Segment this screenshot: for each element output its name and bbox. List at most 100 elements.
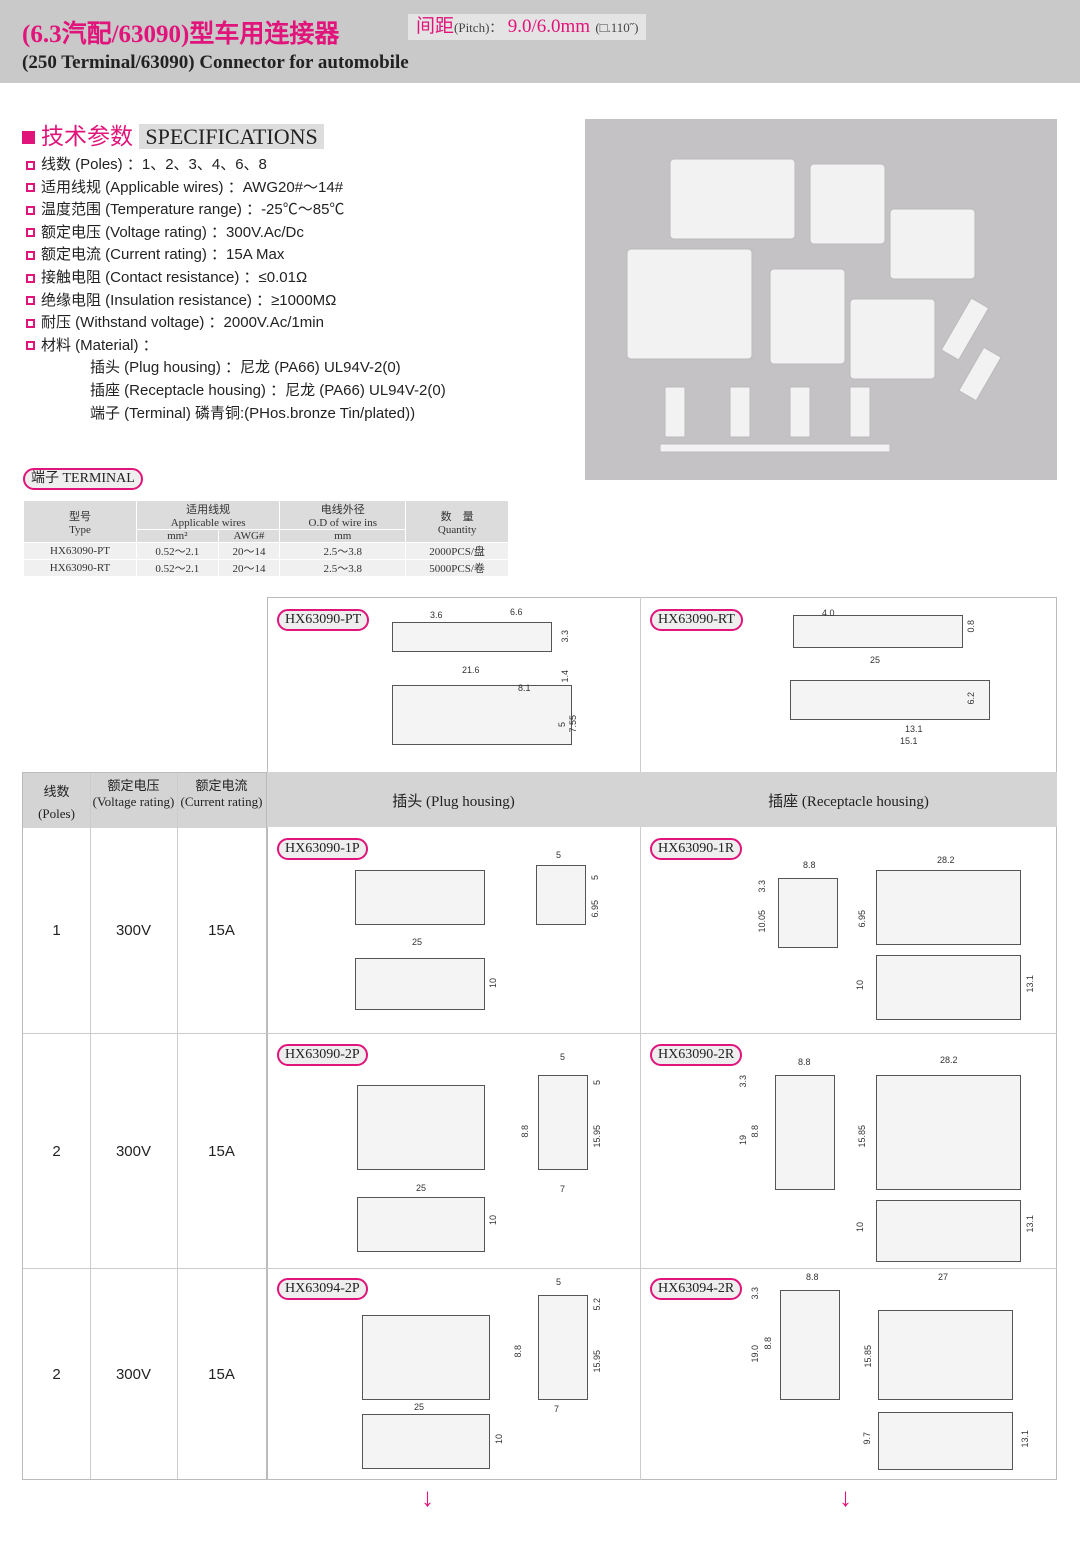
poles-cell: 15A: [208, 1366, 235, 1383]
dimension-label: 10: [488, 978, 498, 989]
cell: 5000PCS/卷: [405, 559, 509, 577]
dimension-label: 25: [416, 1183, 427, 1193]
cell: 20～14: [217, 542, 281, 560]
part-outline: [355, 958, 485, 1010]
poles-cell: 2: [52, 1366, 61, 1383]
th-od-cn: 电线外径: [320, 504, 365, 516]
spec-item: 额定电压 (Voltage rating) ：300V.Ac/Dc: [26, 221, 304, 242]
drawings-frame: [267, 597, 1057, 1480]
dimension-label: 15.95: [592, 1350, 602, 1373]
part-outline: [538, 1295, 588, 1400]
dimension-label: 13.1: [1020, 1430, 1030, 1448]
spec-text: 材料 (Material) ：: [41, 336, 158, 354]
th-type-en: Type: [69, 523, 91, 536]
bullet-icon: [26, 296, 35, 306]
part-label-rt: HX63090-RT: [650, 609, 743, 631]
pitch-label: 间距: [416, 16, 455, 37]
poles-table: 线数(Poles) 额定电压(Voltage rating) 额定电流(Curr…: [22, 772, 267, 1480]
poles-cell: 15A: [208, 922, 235, 939]
dimension-label: 6.2: [966, 692, 976, 705]
spec-item: 材料 (Material) ：: [26, 334, 158, 355]
part-label-p1: HX63090-1P: [277, 838, 368, 860]
plug-header: 插头 (Plug housing): [392, 794, 515, 810]
dimension-label: 10: [855, 1222, 865, 1233]
part-outline: [362, 1315, 490, 1400]
bullet-icon: [26, 228, 35, 238]
part-outline: [790, 680, 990, 720]
th-qty-en: Quantity: [437, 523, 477, 536]
dimension-label: 5: [560, 1052, 566, 1062]
th-curr-cn: 额定电流: [195, 778, 248, 793]
dimension-label: 5: [556, 850, 562, 860]
pitch-en: (Pitch)：: [454, 20, 503, 35]
dimension-label: 7: [560, 1184, 566, 1194]
dimension-label: 8.8: [520, 1125, 530, 1138]
dimension-label: 15.1: [900, 736, 918, 746]
spec-item: 接触电阻 (Contact resistance) ：≤0.01Ω: [26, 266, 307, 287]
part-outline: [876, 1200, 1021, 1262]
part-label-r1: HX63090-1R: [650, 838, 743, 860]
dimension-label: 3.6: [430, 610, 443, 620]
specs-title-cn: 技术参数: [41, 123, 133, 149]
poles-cell: 2: [52, 1142, 61, 1160]
spec-text: 接触电阻 (Contact resistance) ：≤0.01Ω: [41, 269, 308, 286]
dimension-label: 8.8: [798, 1057, 811, 1067]
pitch-box: 间距(Pitch)： 9.0/6.0mm (□.110˝): [408, 14, 647, 40]
bullet-icon: [22, 131, 35, 145]
pitch-value: 9.0/6.0mm: [507, 16, 591, 37]
dimension-label: 13.1: [1025, 975, 1035, 993]
part-outline: [876, 1075, 1021, 1190]
dimension-label: 8.1: [518, 683, 531, 693]
poles-cell: 300V: [115, 1366, 152, 1383]
part-outline: [355, 870, 485, 925]
part-outline: [357, 1085, 485, 1170]
material-item: 端子 (Terminal) 磷青铜:(PHos.bronze Tin/plate…: [90, 405, 416, 422]
dimension-label: 8.8: [750, 1125, 760, 1138]
th-od-en: O.D of wire ins: [308, 517, 377, 529]
part-label-r2: HX63090-2R: [650, 1044, 743, 1066]
spec-item: 绝缘电阻 (Insulation resistance) ：≥1000MΩ: [26, 289, 336, 310]
spec-text: 适用线规 (Applicable wires) ：AWG20#～14#: [41, 178, 344, 196]
spec-item: 线数 (Poles) ：1、2、3、4、6、8: [26, 153, 267, 174]
dimension-label: 3.3: [560, 630, 570, 643]
poles-cell: 300V: [115, 922, 152, 939]
dimension-label: 3.3: [738, 1075, 748, 1088]
part-outline: [780, 1290, 840, 1400]
dimension-label: 6.95: [857, 910, 867, 928]
dimension-label: 5.2: [592, 1298, 602, 1311]
dimension-label: 19.0: [750, 1345, 760, 1363]
bullet-icon: [26, 205, 35, 215]
th-qty-cn: 数 量: [440, 510, 474, 523]
dimension-label: 5: [556, 1277, 562, 1287]
dimension-label: 5: [590, 875, 600, 881]
dimension-label: 28.2: [937, 855, 955, 865]
connectors-photo-icon: [626, 158, 1002, 453]
part-label-p3: HX63094-2P: [277, 1278, 368, 1300]
th-type-cn: 型号: [69, 510, 91, 523]
part-outline: [357, 1197, 485, 1252]
part-outline: [392, 685, 572, 745]
bullet-icon: [26, 160, 35, 170]
spec-text: 额定电压 (Voltage rating) ：300V.Ac/Dc: [41, 223, 304, 241]
dimension-label: 0.8: [966, 620, 976, 633]
terminal-label: 端子 TERMINAL: [23, 468, 143, 490]
spec-text: 线数 (Poles) ：1、2、3、4、6、8: [41, 156, 267, 173]
part-outline: [362, 1414, 490, 1469]
dimension-label: 10.05: [757, 910, 767, 933]
product-photo: [585, 119, 1057, 480]
dimension-label: 3.3: [757, 880, 767, 893]
poles-cell: 1: [52, 922, 61, 939]
bullet-icon: [26, 273, 35, 283]
cell: 2000PCS/盘: [405, 542, 509, 560]
th-volt-en: (Voltage rating): [92, 794, 175, 809]
header-band: (6.3汽配/63090)型车用连接器 间距(Pitch)： 9.0/6.0mm…: [0, 0, 1080, 83]
dimension-label: 25: [412, 937, 423, 947]
arrow-down-icon: ↓: [839, 1482, 852, 1512]
th-awg: AWG#: [217, 529, 281, 543]
dimension-label: 8.8: [763, 1337, 773, 1350]
arrow-down-icon: ↓: [421, 1482, 434, 1512]
specs-heading: 技术参数 SPECIFICATIONS: [22, 117, 324, 151]
